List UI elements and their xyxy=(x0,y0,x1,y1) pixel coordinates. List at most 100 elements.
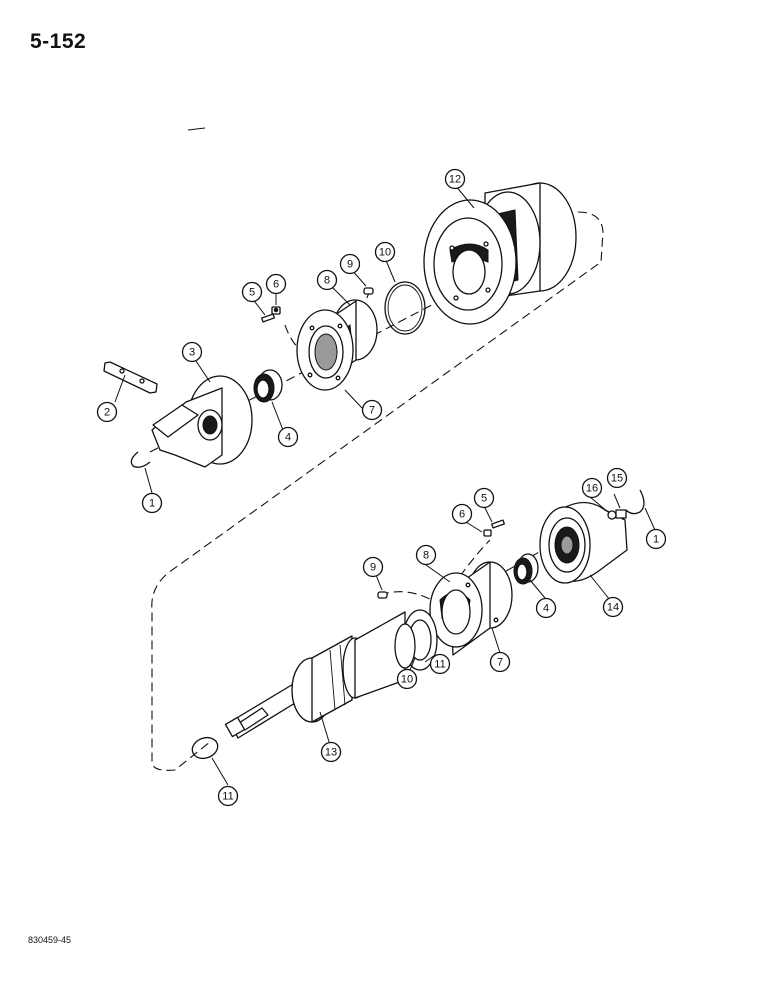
callout-circle xyxy=(374,241,396,263)
callout-label: 11 xyxy=(222,791,233,803)
callout-12: 12 xyxy=(444,168,466,190)
callout-circle xyxy=(241,281,263,303)
callout-label: 6 xyxy=(273,279,279,291)
callout-9: 9 xyxy=(362,556,384,578)
callout-label: 10 xyxy=(401,674,413,686)
callout-label: 9 xyxy=(370,562,376,574)
callout-label: 5 xyxy=(481,493,487,505)
callout-label: 8 xyxy=(324,275,330,287)
end-collar-part-3 xyxy=(151,375,253,468)
callout-label: 16 xyxy=(586,483,598,495)
callout-8: 8 xyxy=(415,544,437,566)
callout-label: 10 xyxy=(379,247,391,259)
page-number: 5-152 xyxy=(30,30,87,53)
callout-circle xyxy=(606,467,628,489)
callout-label: 3 xyxy=(189,347,195,359)
callout-10: 10 xyxy=(396,668,418,690)
stray-mark xyxy=(187,127,206,131)
callout-circle xyxy=(320,741,342,763)
callout-circle xyxy=(429,653,451,675)
callout-circle xyxy=(489,651,511,673)
callout-7: 7 xyxy=(489,651,511,673)
callout-label: 2 xyxy=(104,407,110,419)
pin-part-9 xyxy=(363,287,374,295)
callout-6: 6 xyxy=(265,273,287,295)
callout-label: 9 xyxy=(347,259,353,271)
seal-part-4-upper xyxy=(253,369,283,403)
callout-circle xyxy=(444,168,466,190)
shaft-part-13 xyxy=(224,611,416,739)
callout-label: 6 xyxy=(459,509,465,521)
callout-6: 6 xyxy=(451,503,473,525)
callout-label: 14 xyxy=(607,602,619,614)
callout-16: 16 xyxy=(581,477,603,499)
callout-circle xyxy=(217,785,239,807)
plate-part-2 xyxy=(103,361,158,394)
dashed-assembly-connector xyxy=(151,211,604,771)
callout-14: 14 xyxy=(602,596,624,618)
callout-label: 7 xyxy=(497,657,503,669)
callout-circle xyxy=(415,544,437,566)
callout-label: 4 xyxy=(543,603,549,615)
callout-15: 15 xyxy=(606,467,628,489)
callout-circle xyxy=(277,426,299,448)
retaining-ring-part-1-lower xyxy=(625,489,645,515)
callout-label: 4 xyxy=(285,432,291,444)
callout-5: 5 xyxy=(241,281,263,303)
callout-2: 2 xyxy=(96,401,118,423)
callout-circle xyxy=(451,503,473,525)
housing-part-7-8-lower xyxy=(429,561,513,656)
callout-label: 7 xyxy=(369,405,375,417)
callout-5: 5 xyxy=(473,487,495,509)
callout-circle xyxy=(396,668,418,690)
pin-part-9-lower xyxy=(377,591,388,599)
callout-circle xyxy=(362,556,384,578)
callout-circle xyxy=(316,269,338,291)
roller-part-12 xyxy=(423,182,577,325)
callout-circle xyxy=(265,273,287,295)
callout-label: 11 xyxy=(434,659,445,671)
housing-part-7-8 xyxy=(296,299,378,391)
callout-circle xyxy=(361,399,383,421)
callout-9: 9 xyxy=(339,253,361,275)
callout-circle xyxy=(535,597,557,619)
callout-label: 1 xyxy=(653,534,659,546)
callout-4: 4 xyxy=(277,426,299,448)
callout-circle xyxy=(581,477,603,499)
o-ring-inner-10 xyxy=(387,284,423,332)
seal-part-4-lower xyxy=(513,553,539,585)
callout-label: 8 xyxy=(423,550,429,562)
callout-circle xyxy=(181,341,203,363)
o-ring-part-10 xyxy=(384,281,426,335)
callout-label: 1 xyxy=(149,498,155,510)
callout-4: 4 xyxy=(535,597,557,619)
callout-11: 11 xyxy=(217,785,239,807)
plug-part-15-16 xyxy=(607,509,627,520)
callout-1: 1 xyxy=(141,492,163,514)
o-ring-part-11-lower xyxy=(191,736,219,760)
callout-circle xyxy=(96,401,118,423)
callout-11: 11 xyxy=(429,653,451,675)
callout-3: 3 xyxy=(181,341,203,363)
callout-label: 12 xyxy=(449,174,461,186)
figure-code: 830459-45 xyxy=(28,935,72,945)
callout-circle xyxy=(473,487,495,509)
callout-13: 13 xyxy=(320,741,342,763)
callout-7: 7 xyxy=(361,399,383,421)
callout-circle xyxy=(339,253,361,275)
callout-circle xyxy=(141,492,163,514)
bolt-part-5-6-lower xyxy=(483,519,505,537)
bolt-part-5-6-upper xyxy=(261,306,281,323)
retaining-ring-part-1-upper xyxy=(130,451,151,468)
callout-8: 8 xyxy=(316,269,338,291)
callout-label: 5 xyxy=(249,287,255,299)
callout-circle xyxy=(602,596,624,618)
callout-10: 10 xyxy=(374,241,396,263)
callout-1: 1 xyxy=(645,528,667,550)
callout-label: 13 xyxy=(325,747,337,759)
end-collar-part-14 xyxy=(539,501,628,584)
callout-circle xyxy=(645,528,667,550)
